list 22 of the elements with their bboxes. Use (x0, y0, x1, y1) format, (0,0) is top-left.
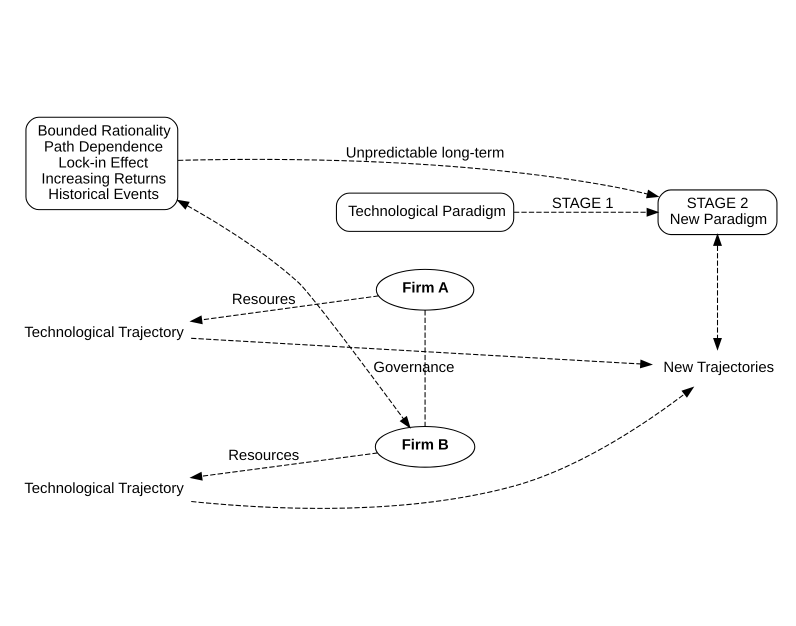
node-text: Technological Trajectory (24, 325, 184, 342)
edge-label: Governance (373, 360, 454, 376)
node-box: Bounded Rationality Path Dependence Lock-in Effect Increasing Returns Historical Events (25, 116, 178, 210)
node-ellipse: Firm B (374, 426, 476, 468)
edge-label: Unpredictable long-term (346, 145, 504, 162)
arrow (189, 452, 378, 481)
arrow (713, 233, 722, 351)
node-text: Technological Trajectory (24, 481, 184, 498)
edge-label: STAGE 1 (552, 196, 614, 212)
arrow (176, 200, 411, 429)
arrow (178, 158, 660, 198)
connector (424, 310, 426, 426)
edge-label: Resoures (232, 292, 296, 308)
edge-label: Resources (228, 448, 300, 464)
arrow (514, 208, 660, 217)
arrow (191, 338, 653, 368)
arrow (189, 295, 379, 324)
node-box: Technological Paradigm (336, 192, 514, 232)
node-text: New Trajectories (663, 360, 774, 376)
node-box: STAGE 2 New Paradigm (658, 189, 778, 236)
node-ellipse: Firm A (376, 268, 474, 311)
arrow (191, 386, 694, 509)
